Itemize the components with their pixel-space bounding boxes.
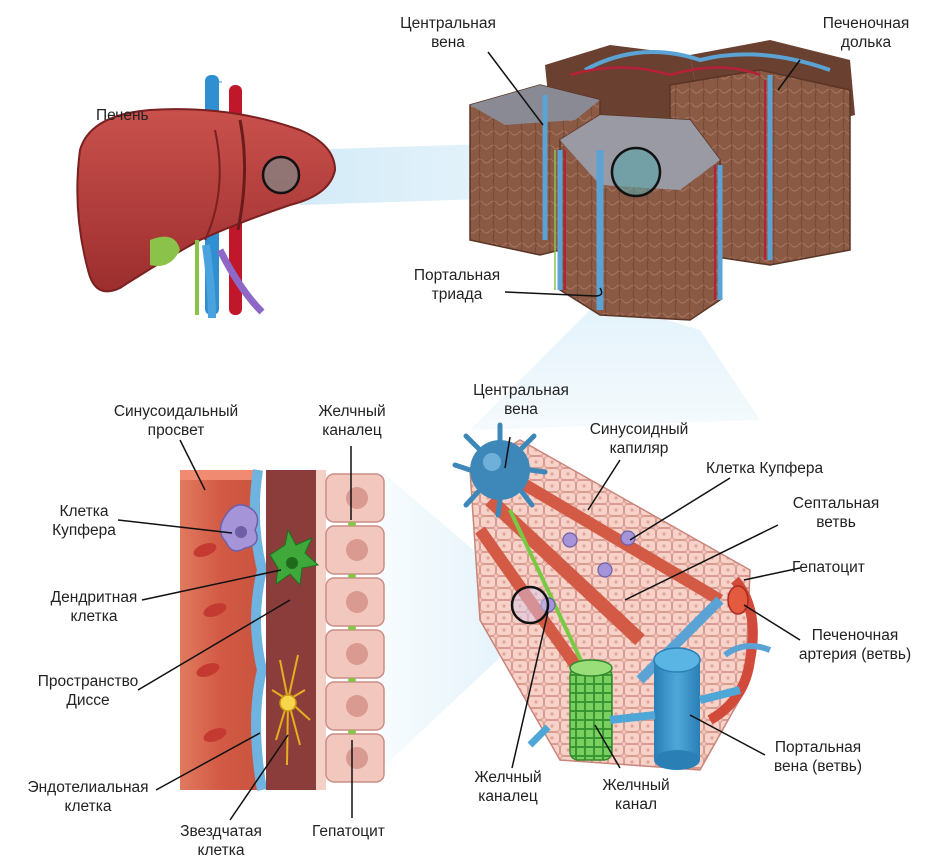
hepatocyte-stack bbox=[326, 474, 384, 782]
label-stellate-cell-line2: клетка bbox=[166, 841, 276, 860]
label-septal-branch-line1: Септальная bbox=[776, 494, 896, 513]
label-space-of-disse-line1: Пространство bbox=[28, 672, 148, 691]
label-central-vein-bottom-line2: вена bbox=[462, 400, 580, 419]
label-septal-branch-line2: ветвь bbox=[776, 513, 896, 532]
label-bile-canaliculus-bottom-line2: каналец bbox=[462, 787, 554, 806]
label-dendritic-cell-line1: Дендритная bbox=[40, 588, 148, 607]
label-sinusoidal-lumen-line2: просвет bbox=[94, 421, 258, 440]
label-septal-branch: Септальная ветвь bbox=[776, 494, 896, 532]
label-stellate-cell: Звездчатая клетка bbox=[166, 822, 276, 860]
label-central-vein-bottom-line1: Центральная bbox=[462, 381, 580, 400]
label-stellate-cell-line1: Звездчатая bbox=[166, 822, 276, 841]
label-kupffer-cell-left-line2: Купфера bbox=[44, 521, 124, 540]
label-bile-canaliculus-top-line1: Желчный bbox=[306, 402, 398, 421]
label-bile-canaliculus-bottom: Желчный каналец bbox=[462, 768, 554, 806]
label-kupffer-cell-left-line1: Клетка bbox=[44, 502, 124, 521]
label-sinusoid-capillary-line1: Синусоидный bbox=[576, 420, 702, 439]
label-endothelial-cell: Эндотелиальная клетка bbox=[10, 778, 166, 816]
label-portal-vein-line1: Портальная bbox=[758, 738, 878, 757]
label-bile-duct-line2: канал bbox=[596, 795, 676, 814]
label-sinusoidal-lumen: Синусоидальный просвет bbox=[94, 402, 258, 440]
label-liver: Печень bbox=[96, 106, 149, 125]
label-bile-canaliculus-bottom-line1: Желчный bbox=[462, 768, 554, 787]
label-portal-triad: Портальная триада bbox=[400, 266, 514, 304]
label-dendritic-cell: Дендритная клетка bbox=[40, 588, 148, 626]
label-bile-canaliculus-top-line2: каналец bbox=[306, 421, 398, 440]
label-sinusoidal-lumen-line1: Синусоидальный bbox=[94, 402, 258, 421]
label-bile-canaliculus-top: Желчный каналец bbox=[306, 402, 398, 440]
label-central-vein-top: Центральная вена bbox=[386, 14, 510, 52]
label-space-of-disse: Пространство Диссе bbox=[28, 672, 148, 710]
label-hepatic-lobule: Печеночная долька bbox=[816, 14, 916, 52]
label-endothelial-cell-line2: клетка bbox=[10, 797, 166, 816]
label-endothelial-cell-line1: Эндотелиальная bbox=[10, 778, 166, 797]
label-portal-vein-line2: вена (ветвь) bbox=[758, 757, 878, 776]
central-vein-ball bbox=[455, 425, 545, 515]
sinusoid-tissue-strip bbox=[180, 470, 384, 790]
label-bile-duct: Желчный канал bbox=[596, 776, 676, 814]
label-hepatocyte-right: Гепатоцит bbox=[792, 558, 865, 577]
label-bile-duct-line1: Желчный bbox=[596, 776, 676, 795]
label-kupffer-cell-left: Клетка Купфера bbox=[44, 502, 124, 540]
label-portal-triad-line1: Портальная bbox=[400, 266, 514, 285]
hepatic-lobule-block bbox=[470, 40, 855, 320]
label-central-vein-top-line2: вена bbox=[386, 33, 510, 52]
label-space-of-disse-line2: Диссе bbox=[28, 691, 148, 710]
label-portal-vein: Портальная вена (ветвь) bbox=[758, 738, 878, 776]
label-portal-triad-line2: триада bbox=[400, 285, 514, 304]
label-central-vein-bottom: Центральная вена bbox=[462, 381, 580, 419]
label-hepatic-artery-line1: Печеночная bbox=[790, 626, 920, 645]
label-sinusoid-capillary: Синусоидный капиляр bbox=[576, 420, 702, 458]
label-hepatic-lobule-line2: долька bbox=[816, 33, 916, 52]
label-kupffer-cell-right: Клетка Купфера bbox=[706, 459, 823, 478]
label-hepatic-artery-line2: артерия (ветвь) bbox=[790, 645, 920, 664]
label-hepatic-lobule-line1: Печеночная bbox=[816, 14, 916, 33]
label-dendritic-cell-line2: клетка bbox=[40, 607, 148, 626]
label-sinusoid-capillary-line2: капиляр bbox=[576, 439, 702, 458]
label-hepatocyte-left: Гепатоцит bbox=[312, 822, 385, 841]
label-central-vein-top-line1: Центральная bbox=[386, 14, 510, 33]
label-hepatic-artery: Печеночная артерия (ветвь) bbox=[790, 626, 920, 664]
